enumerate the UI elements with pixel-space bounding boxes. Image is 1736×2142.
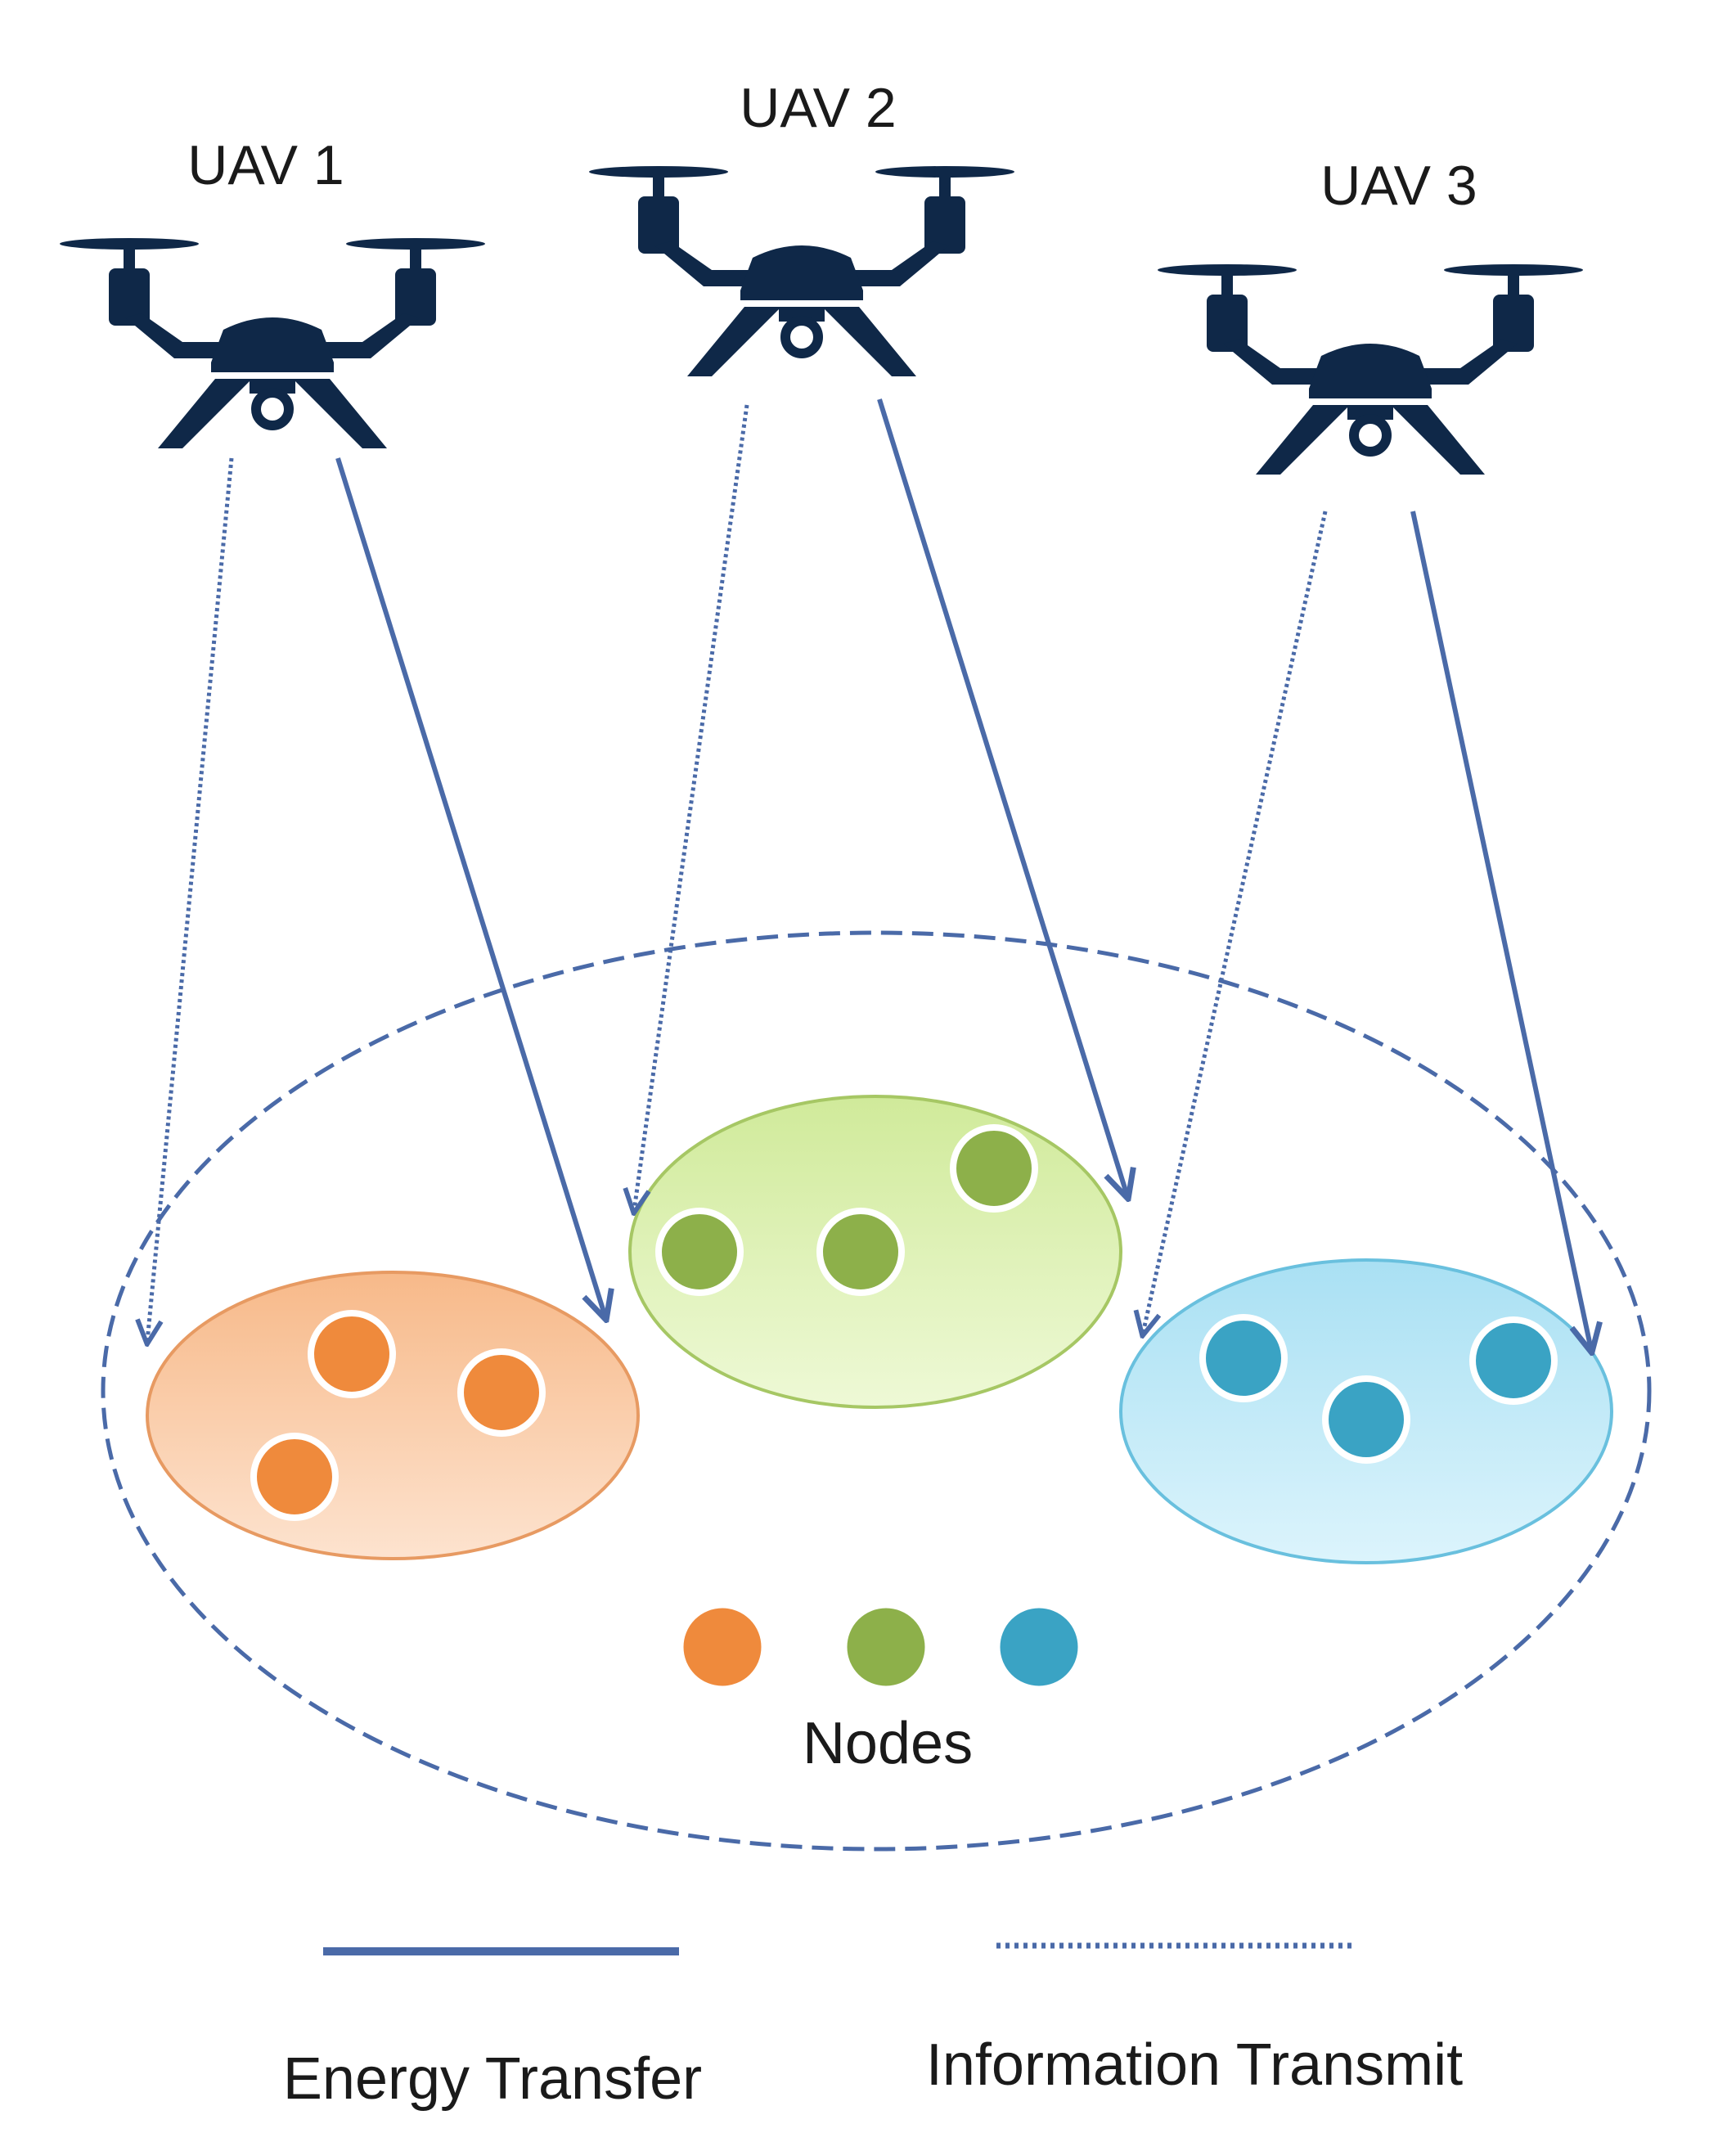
uav-3-energy-link [1410, 511, 1591, 1350]
blue-node-legend [992, 1600, 1086, 1694]
uav-1: UAV 1 [60, 134, 485, 448]
blue-node [1199, 1314, 1288, 1402]
information-transmit-label: Information Transmit [926, 2032, 1463, 2098]
nodes-label: Nodes [803, 1711, 973, 1776]
uav-3-information-link [1143, 511, 1328, 1334]
green-node [816, 1208, 905, 1296]
uav-2-energy-link [877, 398, 1127, 1196]
green-node-legend [839, 1600, 933, 1694]
uav-1-label: UAV 1 [187, 134, 344, 196]
uav-2-information-link [634, 404, 749, 1211]
uav-1-energy-link [335, 457, 605, 1317]
uav-2: UAV 2 [589, 77, 1014, 376]
green-node [950, 1124, 1038, 1213]
uav-2-links [634, 398, 1127, 1211]
drone-icon [1158, 264, 1583, 475]
orange-cluster [146, 1271, 640, 1560]
energy-transfer-label: Energy Transfer [283, 2046, 702, 2112]
green-node [655, 1208, 744, 1296]
blue-node [1322, 1375, 1410, 1464]
orange-node [250, 1433, 339, 1521]
uav-1-information-link [147, 457, 234, 1342]
uav-2-label: UAV 2 [740, 77, 896, 139]
green-cluster [628, 1095, 1122, 1409]
uav-3-label: UAV 3 [1320, 155, 1477, 217]
uav-3: UAV 3 [1158, 155, 1583, 475]
orange-node [308, 1310, 396, 1398]
uav-1-links [147, 457, 605, 1342]
drone-icon [60, 238, 485, 448]
line-legend: Energy Transfer Information Transmit [283, 1942, 1463, 2112]
blue-cluster [1119, 1258, 1613, 1564]
uav-3-links [1143, 511, 1591, 1350]
node-legend: Nodes [676, 1600, 1086, 1776]
drone-icon [589, 166, 1014, 376]
orange-node [457, 1348, 546, 1437]
orange-node-legend [676, 1600, 769, 1694]
blue-node [1469, 1316, 1558, 1405]
